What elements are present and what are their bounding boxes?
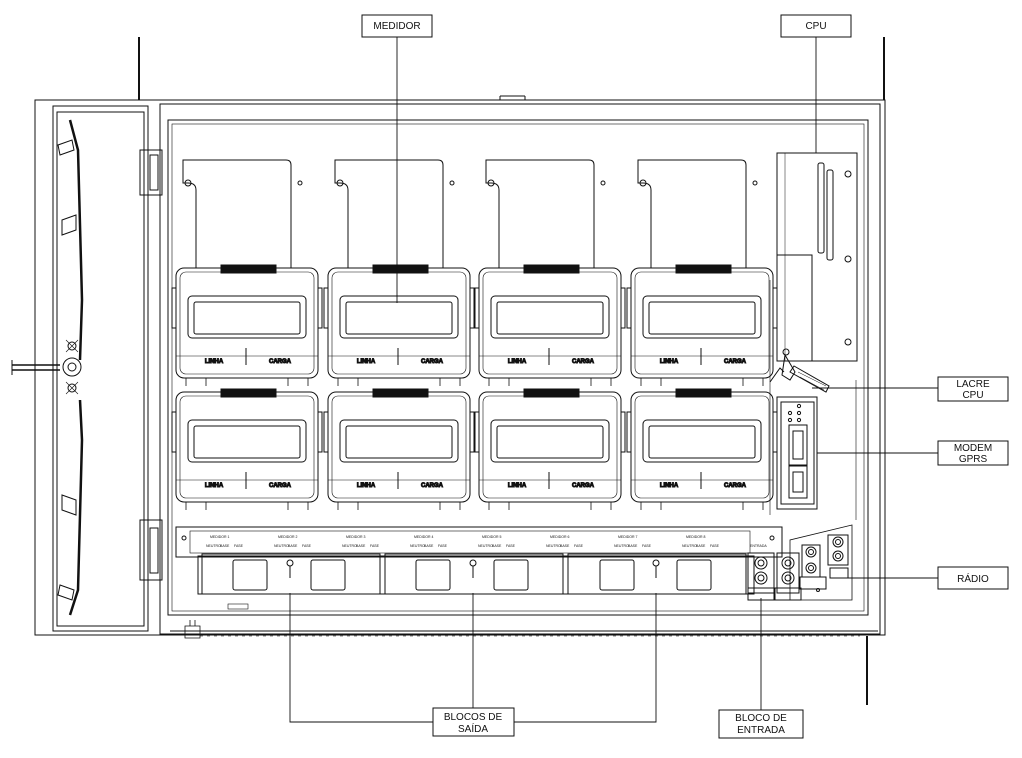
callout-radio-text: RÁDIO [957, 572, 989, 585]
strip-subtag: FASE [302, 544, 312, 548]
meter-7: LINHA CARGA [474, 388, 626, 510]
meter-label-carga: CARGA [572, 483, 595, 489]
strip-subtag: NEUTRO [478, 544, 493, 548]
strip-subtag: BASE [492, 544, 502, 548]
strip-tag: MEDIDOR 2 [278, 535, 298, 539]
cpu-box [776, 152, 858, 362]
strip-subtag: NEUTRO [682, 544, 697, 548]
output-blocks [197, 553, 755, 595]
meter-label-carga: CARGA [269, 359, 292, 365]
strip-subtag: BASE [628, 544, 638, 548]
input-block [747, 552, 802, 601]
meter-label-linha: LINHA [508, 483, 527, 489]
meter-label-linha: LINHA [205, 483, 224, 489]
strip-entrada-tag: ENTRADA [750, 544, 767, 548]
strip-tag: MEDIDOR 3 [346, 535, 366, 539]
meter-mount-plate [485, 159, 606, 269]
callout-blocos-saida: BLOCOS DE SAÍDA [432, 707, 515, 737]
strip-tag: MEDIDOR 6 [550, 535, 570, 539]
meter-label-linha: LINHA [357, 483, 376, 489]
callout-modem-line2: GPRS [959, 454, 988, 465]
meter-label-linha: LINHA [660, 483, 679, 489]
meter-8: LINHA CARGA [626, 388, 778, 510]
strip-subtag: NEUTRO [206, 544, 221, 548]
door-lock-icon [62, 357, 82, 377]
strip-subtag: BASE [356, 544, 366, 548]
cabinet-outer [34, 99, 886, 636]
callout-entrada-line2: ENTRADA [737, 725, 785, 736]
strip-subtag: FASE [506, 544, 516, 548]
meter-label-linha: LINHA [357, 359, 376, 365]
callout-medidor: MEDIDOR [361, 14, 433, 38]
strip-subtag: BASE [424, 544, 434, 548]
ground-terminal [184, 620, 201, 639]
strip-subtag: FASE [234, 544, 244, 548]
callout-radio: RÁDIO [937, 566, 1009, 590]
strip-subtag: FASE [370, 544, 380, 548]
meter-label-carga: CARGA [421, 483, 444, 489]
strip-tag: MEDIDOR 1 [210, 535, 230, 539]
strip-tag: MEDIDOR 7 [618, 535, 638, 539]
meter-5: LINHA CARGA [171, 388, 323, 510]
meter-label-carga: CARGA [724, 359, 747, 365]
meter-2: LINHA CARGA [323, 264, 475, 386]
cabinet-inner [167, 119, 869, 616]
meter-mount-plate [334, 159, 455, 269]
strip-subtag: NEUTRO [342, 544, 357, 548]
callout-cpu: CPU [780, 14, 852, 38]
meter-label-carga: CARGA [572, 359, 595, 365]
strip-subtag: BASE [696, 544, 706, 548]
modem-box [776, 396, 818, 510]
meter-label-linha: LINHA [660, 359, 679, 365]
callout-bloco-entrada: BLOCO DE ENTRADA [718, 709, 804, 739]
meter-label-linha: LINHA [205, 359, 224, 365]
meter-6: LINHA CARGA [323, 388, 475, 510]
callout-lacre-cpu: LACRE CPU [937, 376, 1009, 402]
meter-label-carga: CARGA [269, 483, 292, 489]
strip-subtag: FASE [710, 544, 720, 548]
callout-lacre-line1: LACRE [956, 379, 990, 390]
callout-entrada-line1: BLOCO DE [735, 713, 787, 724]
meter-3: LINHA CARGA [474, 264, 626, 386]
cabinet-frame [159, 103, 881, 635]
strip-subtag: FASE [574, 544, 584, 548]
strip-subtag: NEUTRO [274, 544, 289, 548]
callout-blocos-line1: BLOCOS DE [444, 712, 503, 723]
strip-subtag: NEUTRO [614, 544, 629, 548]
callout-lacre-line2: CPU [962, 390, 983, 401]
strip-subtag: NEUTRO [410, 544, 425, 548]
meter-4: LINHA CARGA [626, 264, 778, 386]
callout-modem-gprs: MODEM GPRS [937, 440, 1009, 466]
strip-subtag: BASE [220, 544, 230, 548]
callout-blocos-line2: SAÍDA [458, 722, 488, 735]
strip-tag: MEDIDOR 8 [686, 535, 706, 539]
meter-mount-plate [637, 159, 758, 269]
strip-subtag: FASE [642, 544, 652, 548]
meter-label-carga: CARGA [724, 483, 747, 489]
meter-label-linha: LINHA [508, 359, 527, 365]
cpu-seal [769, 348, 830, 393]
strip-subtag: BASE [288, 544, 298, 548]
callout-medidor-text: MEDIDOR [373, 21, 420, 32]
strip-subtag: NEUTRO [546, 544, 561, 548]
strip-subtag: FASE [438, 544, 448, 548]
cabinet-door [11, 105, 163, 632]
callout-cpu-text: CPU [805, 21, 826, 32]
leader-lines [289, 37, 938, 723]
strip-subtag: BASE [560, 544, 570, 548]
meter-label-carga: CARGA [421, 359, 444, 365]
strip-tag: MEDIDOR 4 [414, 535, 434, 539]
callout-modem-line1: MODEM [954, 443, 992, 454]
terminal-strip [175, 526, 783, 558]
bottom-edge [200, 603, 860, 637]
meter-mount-plate [182, 159, 303, 269]
strip-tag: MEDIDOR 5 [482, 535, 502, 539]
meter-1: LINHA CARGA [171, 264, 323, 386]
